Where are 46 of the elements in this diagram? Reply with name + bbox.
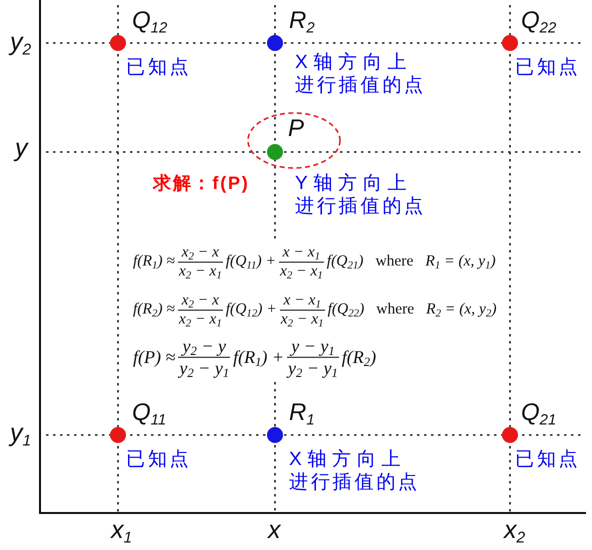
point-caption: X轴方向上进行插值的点 (295, 51, 428, 97)
formula-text: f(R$_{2}$) (342, 346, 376, 368)
fraction-numerator: y$_{2}$ − y (182, 336, 227, 356)
formula-text: f(Q$_{12}$) + (226, 301, 277, 319)
fraction-denominator: y$_{2}$ − y$_{1}$ (287, 358, 339, 378)
formula-text: f(R$_{2}$) ≈ (133, 301, 175, 319)
fraction-numerator: y − y$_{1}$ (290, 336, 336, 356)
axis-tick-label: y (15, 136, 28, 161)
point-caption: 求解：f(P) (153, 172, 250, 195)
fraction-denominator: x$_{2}$ − x$_{1}$ (178, 262, 223, 280)
point-label: P (288, 117, 304, 141)
formula-text: f(P) ≈ (133, 346, 176, 368)
fraction-denominator: x$_{2}$ − x$_{1}$ (278, 262, 324, 280)
formula-text: f(R$_{1}$) ≈ (133, 253, 175, 271)
point-label: R$_{1}$ (289, 401, 315, 425)
axis-tick-label: y$_{2}$ (10, 30, 32, 55)
formula-text: where (376, 301, 414, 319)
point-caption: 已知点 (126, 56, 192, 79)
fraction-numerator: x − x$_{1}$ (282, 292, 322, 310)
formula-text: R$_{2}$ = (x, y$_{2}$) (426, 301, 497, 319)
formula-text: f(Q$_{22}$) (328, 301, 364, 319)
fraction-numerator: x − x$_{1}$ (282, 244, 322, 262)
axis-tick-label: y$_{1}$ (10, 421, 32, 446)
axis-tick-label: x (268, 518, 280, 543)
formula-text: f(Q$_{21}$) (326, 253, 364, 271)
axis-tick-label: x$_{1}$ (111, 518, 132, 543)
fraction-denominator: x$_{2}$ − x$_{1}$ (178, 310, 223, 328)
point-caption: X轴方向上进行插值的点 (289, 448, 422, 494)
fraction-numerator: x$_{2}$ − x (180, 292, 220, 310)
point-caption: 已知点 (515, 56, 581, 79)
point-label: Q$_{22}$ (521, 9, 556, 33)
fraction-denominator: x$_{2}$ − x$_{1}$ (280, 310, 325, 328)
formula-text: f(Q$_{11}$) + (226, 253, 276, 271)
formula-text: R$_{1}$ = (x, y$_{1}$) (425, 253, 496, 271)
point-caption: 已知点 (515, 448, 581, 471)
formula-text: f(R$_{1}$) + (233, 346, 284, 368)
fraction-numerator: x$_{2}$ − x (180, 244, 220, 262)
point-caption: 已知点 (126, 448, 192, 471)
point-label: Q$_{12}$ (132, 9, 168, 33)
point-label: Q$_{21}$ (521, 401, 556, 425)
point-label: R$_{2}$ (289, 9, 315, 33)
axis-tick-label: x$_{2}$ (504, 518, 526, 543)
formula-text: where (375, 253, 414, 271)
point-label: Q$_{11}$ (132, 401, 166, 425)
point-caption: Y轴方向上进行插值的点 (295, 172, 428, 218)
fraction-denominator: y$_{2}$ − y$_{1}$ (178, 358, 230, 378)
